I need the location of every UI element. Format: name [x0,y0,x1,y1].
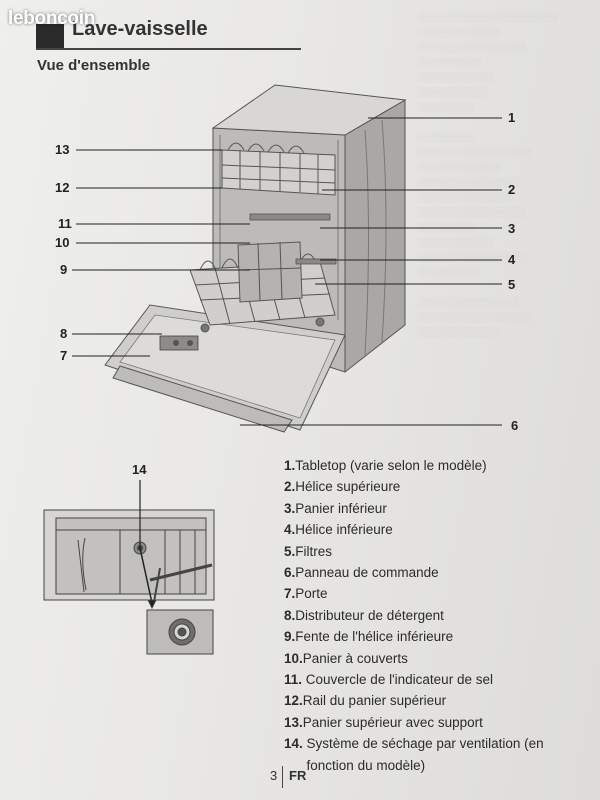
upper-rack [221,142,336,196]
section-subtitle: Vue d'ensemble [37,57,151,74]
legend-text: Système de séchage par ventilation (en f… [306,736,544,773]
legend-text: Tabletop (varie selon le modèle) [295,458,487,473]
legend-text: Fente de l'hélice inférieure [295,629,454,645]
legend-number: 3. [284,500,296,516]
legend-item: 10.Panier à couverts [284,648,584,669]
legend-number: 14. [284,736,307,752]
upper-spray-arm [249,213,331,221]
legend-text: Rail du panier supérieur [302,693,447,709]
legend-item: 6.Panneau de commande [284,562,584,583]
legend-number: 12. [284,693,303,709]
cutlery-basket [237,241,303,303]
legend-number: 2. [284,479,296,495]
legend-text: Porte [295,586,328,602]
cabinet-side [344,99,406,374]
callout-1: 1 [508,110,516,125]
callout-4: 4 [508,252,516,267]
legend-text: Couvercle de l'indicateur de sel [305,672,493,688]
legend-item: 13.Panier supérieur avec support [284,712,584,733]
legend-number: 5. [284,543,296,559]
callout-14: 14 [132,462,147,477]
legend-item: 3.Panier inférieur [284,498,584,519]
watermark-logo: leboncoin [8,8,96,29]
callout-7: 7 [60,348,68,363]
callout-11: 11 [58,216,72,231]
ventilation-detail [43,480,215,655]
legend-text: Filtres [295,543,333,559]
title-underline [36,48,301,50]
legend-item: 12.Rail du panier supérieur [284,690,584,711]
legend-text: Panier inférieur [295,500,387,516]
legend-item: 5.Filtres [284,541,584,562]
language-code: FR [289,768,307,783]
legend-item: 4.Hélice inférieure [284,519,584,540]
callout-9: 9 [60,262,68,277]
legend-number: 13. [284,714,303,730]
parts-legend: 1.Tabletop (varie selon le modèle)2.Héli… [284,455,584,776]
legend-number: 11. [284,672,306,688]
callout-8: 8 [60,326,68,341]
legend-number: 9. [284,629,296,645]
page-title: Lave-vaisselle [72,18,208,40]
lower-spray-arm [295,258,337,265]
legend-item: 9.Fente de l'hélice inférieure [284,626,584,647]
legend-number: 8. [284,607,296,623]
page-number: 3 [270,768,278,783]
legend-number: 7. [284,586,296,602]
callout-2: 2 [508,182,516,197]
callout-13: 13 [55,142,70,157]
door-edge [112,365,293,433]
legend-item: 7.Porte [284,583,584,604]
footer-divider [282,766,283,788]
legend-text: Hélice supérieure [295,479,401,495]
callout-10: 10 [55,235,70,250]
tabletop [211,84,407,136]
legend-text: Distributeur de détergent [295,607,444,623]
legend-item: 2.Hélice supérieure [284,476,584,497]
callout-3: 3 [508,221,516,236]
section-marker [36,24,64,50]
legend-number: 4. [284,522,296,538]
legend-text: Panier supérieur avec support [302,714,483,730]
legend-text: Hélice inférieure [295,522,393,538]
callout-6: 6 [511,418,519,433]
legend-text: Panneau de commande [295,565,439,581]
callout-leaders [72,117,502,426]
legend-text: Panier à couverts [302,650,408,666]
callout-12: 12 [55,180,70,195]
legend-item: 8.Distributeur de détergent [284,605,584,626]
legend-item: 14. Système de séchage par ventilation (… [284,733,584,776]
legend-item: 11. Couvercle de l'indicateur de sel [284,669,584,690]
legend-number: 1. [284,458,296,473]
callout-5: 5 [508,277,516,292]
bleed-through-text: ░░░░░░░░░░░░░░░░░░░░░░░░░░░░░░░░░░░░░░░░… [417,12,558,337]
legend-number: 10. [284,650,303,666]
legend-number: 6. [284,565,296,581]
legend-item: 1.Tabletop (varie selon le modèle) [284,455,584,476]
